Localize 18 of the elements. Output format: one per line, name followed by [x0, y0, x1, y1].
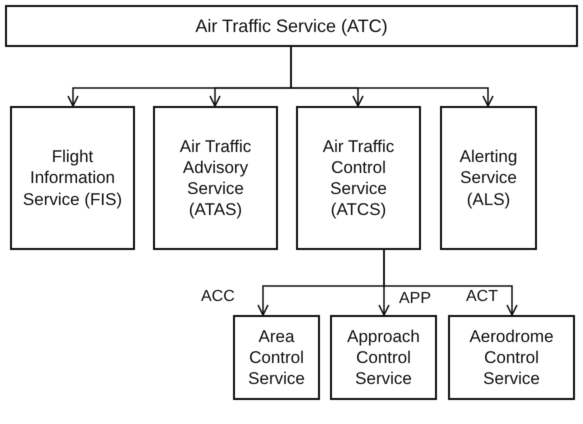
arrow: [290, 47, 494, 107]
service-box: [448, 315, 575, 400]
box-label: Air Traffic Advisory Service (ATAS): [178, 136, 252, 220]
arrow: [383, 250, 518, 316]
box-label: Air Traffic Control Service (ATCS): [322, 136, 396, 220]
box-label: Area Control Service: [247, 326, 306, 390]
service-box: [10, 106, 135, 250]
service-box: [330, 315, 437, 400]
service-box: [5, 5, 578, 47]
service-box: [153, 106, 278, 250]
box-label: Air Traffic Service (ATC): [195, 14, 388, 38]
service-box: [440, 106, 537, 250]
box-label: Aerodrome Control Service: [468, 326, 555, 390]
box-label: Approach Control Service: [346, 326, 421, 390]
service-box: [296, 106, 421, 250]
service-box: [233, 315, 320, 400]
box-label: Alerting Service (ALS): [458, 146, 518, 210]
box-label: Flight Information Service (FIS): [22, 146, 124, 210]
